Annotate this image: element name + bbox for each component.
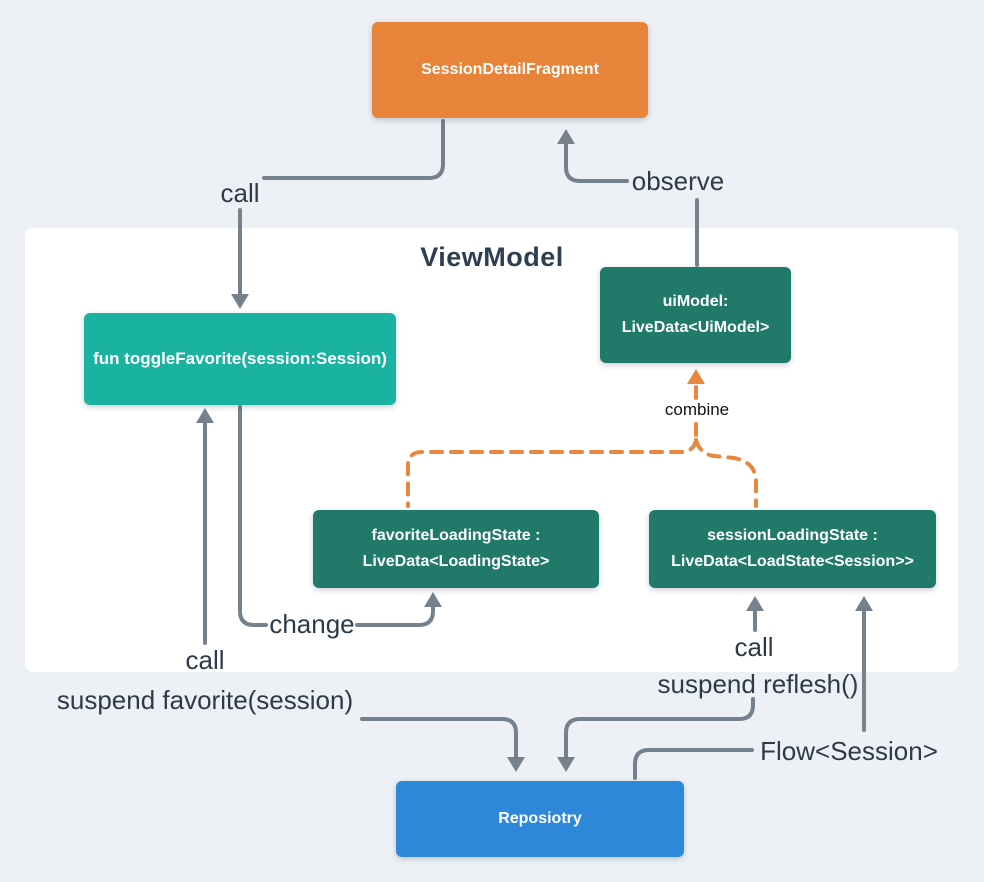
node-toggle-favorite: fun toggleFavorite(session:Session) [84,313,396,405]
edge-observe-to-fragment [564,140,629,183]
edge-label-combine: combine [664,400,730,419]
edge-label-call-top: call [220,178,260,208]
arrowhead-suspendfav-to-repo [507,757,525,772]
viewmodel-container [25,228,958,672]
arrowhead-observe-to-fragment [557,129,575,144]
node-ui-model: uiModel: LiveData<UiModel> [600,267,791,363]
viewmodel-title: ViewModel [420,242,564,272]
node-favorite-loading-state-line2: LiveData<LoadingState> [362,553,550,570]
node-repository: Reposiotry [396,781,684,857]
edge-suspendfav-to-repo [360,717,518,762]
node-session-detail-fragment: SessionDetailFragment [372,22,648,118]
node-ui-model-line1: uiModel: [662,293,729,310]
edge-label-call-left: call [185,645,225,675]
edge-label-observe: observe [631,166,725,196]
edge-label-flow-session: Flow<Session> [760,736,938,766]
edge-fragment-to-call [262,119,445,180]
node-session-loading-state-line1: sessionLoadingState : [707,527,878,544]
node-repository-label: Reposiotry [498,810,582,827]
edge-label-suspend-favorite: suspend favorite(session) [56,685,354,715]
node-ui-model-line2: LiveData<UiModel> [621,319,770,336]
edge-label-change: change [269,609,355,639]
node-session-loading-state: sessionLoadingState : LiveData<LoadState… [649,510,936,588]
node-toggle-favorite-label: fun toggleFavorite(session:Session) [93,349,387,368]
node-session-detail-fragment-label: SessionDetailFragment [421,61,599,78]
node-favorite-loading-state: favoriteLoadingState : LiveData<LoadingS… [313,510,599,588]
edge-label-call-right: call [734,632,774,662]
node-session-loading-state-line2: LiveData<LoadState<Session>> [671,553,914,570]
edge-suspendreflesh-to-repo [564,697,755,762]
edge-repo-to-flow [633,748,754,780]
edge-label-suspend-reflesh: suspend reflesh() [657,669,859,699]
node-favorite-loading-state-line1: favoriteLoadingState : [371,527,541,544]
arrowhead-suspendreflesh-to-repo [557,757,575,772]
